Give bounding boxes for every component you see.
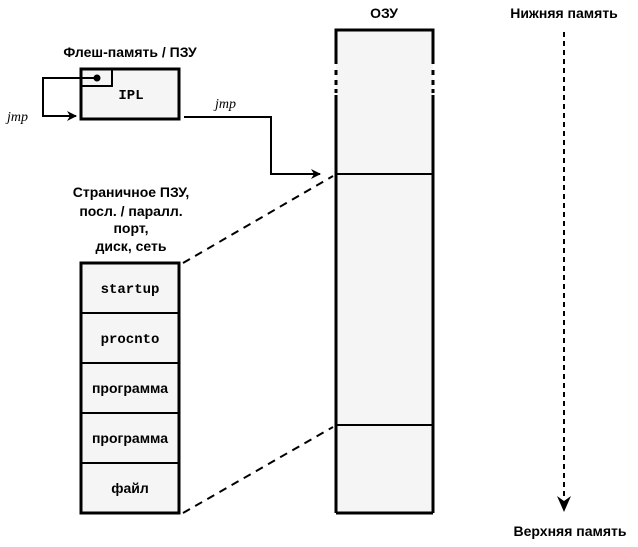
paged-rom-line: посл. / паралл. <box>79 203 182 219</box>
image-block <box>80 312 180 364</box>
jmp-label-right: jmp <box>213 97 236 112</box>
memory-direction-arrowhead <box>557 496 571 512</box>
flash-rom-title: Флеш-память / ПЗУ <box>63 44 197 60</box>
image-stack-outline <box>79 261 181 515</box>
paged-rom-label: Страничное ПЗУ, посл. / паралл. порт, ди… <box>73 184 190 254</box>
low-memory-label: Нижняя память <box>510 5 618 21</box>
ipl-self-jump-arrow <box>42 77 97 121</box>
image-block-label: procnto <box>101 332 160 348</box>
projection-line-bottom <box>182 426 334 514</box>
jump-to-ram-arrow <box>184 116 321 179</box>
jmp-label-left: jmp <box>5 110 28 125</box>
image-block-label: программа <box>92 430 168 446</box>
ram-column <box>336 31 433 513</box>
paged-rom-line: порт, <box>113 220 148 236</box>
image-stack: startup procnto программа программа файл <box>79 261 181 515</box>
projection-line-top <box>182 175 334 264</box>
paged-rom-line: Страничное ПЗУ, <box>73 184 190 200</box>
ipl-reset-vector-corner <box>81 69 113 87</box>
ram-title: ОЗУ <box>370 5 398 21</box>
image-block-label: startup <box>101 282 160 298</box>
paged-rom-line: диск, сеть <box>96 238 167 254</box>
high-memory-label: Верхняя память <box>514 523 627 539</box>
image-block-label: программа <box>92 380 168 396</box>
ipl-label: IPL <box>118 88 143 104</box>
image-block-label: файл <box>111 480 149 496</box>
ram-outline <box>334 28 435 515</box>
